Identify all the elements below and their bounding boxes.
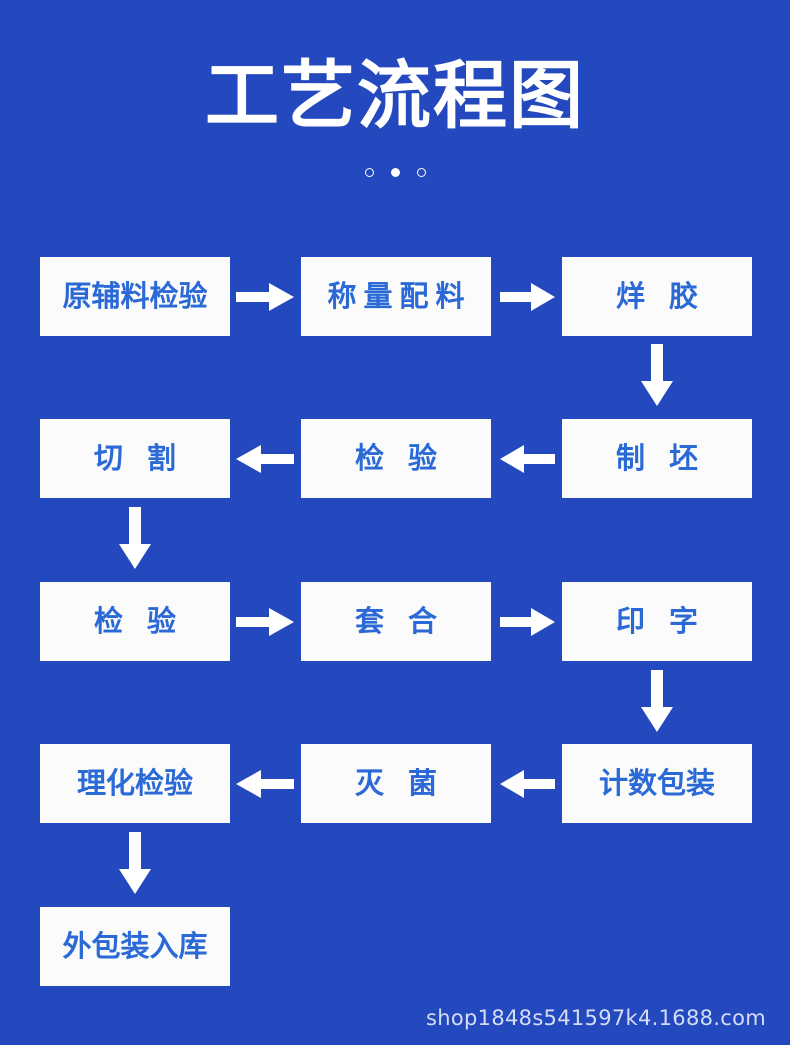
flow-step-label: 套 合 bbox=[354, 604, 445, 638]
flow-step-label: 称量配料 bbox=[327, 279, 472, 313]
header: 工艺流程图 bbox=[0, 0, 790, 215]
carousel-dots bbox=[0, 168, 790, 177]
flow-step-counting-packaging[interactable]: 计数包装 bbox=[562, 744, 752, 823]
arrow-down-icon-2 bbox=[119, 507, 151, 569]
flow-step-label: 原辅料检验 bbox=[62, 279, 208, 313]
arrow-left-icon-3 bbox=[500, 770, 555, 798]
arrow-right-icon-1 bbox=[236, 283, 294, 311]
flow-step-label: 印 字 bbox=[615, 604, 706, 638]
arrow-right-icon-3 bbox=[236, 608, 294, 636]
arrow-right-icon-2 bbox=[500, 283, 555, 311]
arrow-left-icon-2 bbox=[236, 445, 294, 473]
flow-step-inspection-1[interactable]: 检 验 bbox=[301, 419, 491, 498]
flow-step-raw-material-inspection[interactable]: 原辅料检验 bbox=[40, 257, 230, 336]
arrow-left-icon-1 bbox=[500, 445, 555, 473]
arrow-left-icon-4 bbox=[236, 770, 294, 798]
flow-step-gelatin-melting[interactable]: 烊 胶 bbox=[562, 257, 752, 336]
flow-step-label: 计数包装 bbox=[598, 766, 715, 800]
carousel-dot-1[interactable] bbox=[364, 168, 374, 177]
flow-step-label: 理化检验 bbox=[76, 766, 193, 800]
flow-step-label: 检 验 bbox=[354, 441, 445, 475]
flow-step-label: 烊 胶 bbox=[615, 279, 706, 313]
carousel-dot-3[interactable] bbox=[416, 168, 426, 177]
flow-step-cutting[interactable]: 切 割 bbox=[40, 419, 230, 498]
flow-step-inspection-2[interactable]: 检 验 bbox=[40, 582, 230, 661]
arrow-down-icon-3 bbox=[641, 670, 673, 732]
flow-step-label: 外包装入库 bbox=[62, 929, 208, 963]
flow-step-weighing-batching[interactable]: 称量配料 bbox=[301, 257, 491, 336]
arrow-down-icon-4 bbox=[119, 832, 151, 894]
flow-step-assembly[interactable]: 套 合 bbox=[301, 582, 491, 661]
flow-step-physicochemical-inspection[interactable]: 理化检验 bbox=[40, 744, 230, 823]
page-title: 工艺流程图 bbox=[205, 53, 585, 139]
flow-step-label: 灭 菌 bbox=[354, 766, 445, 800]
flow-step-outer-packaging-warehousing[interactable]: 外包装入库 bbox=[40, 907, 230, 986]
flow-step-sterilization[interactable]: 灭 菌 bbox=[301, 744, 491, 823]
flow-step-label: 检 验 bbox=[93, 604, 184, 638]
shop-watermark: shop1848s541597k4.1688.com bbox=[426, 1006, 766, 1030]
carousel-dot-2[interactable] bbox=[390, 168, 400, 177]
arrow-down-icon-1 bbox=[641, 344, 673, 406]
flow-step-printing[interactable]: 印 字 bbox=[562, 582, 752, 661]
arrow-right-icon-4 bbox=[500, 608, 555, 636]
flow-step-label: 切 割 bbox=[93, 441, 184, 475]
flow-step-label: 制 坯 bbox=[615, 441, 706, 475]
flow-step-blank-forming[interactable]: 制 坯 bbox=[562, 419, 752, 498]
